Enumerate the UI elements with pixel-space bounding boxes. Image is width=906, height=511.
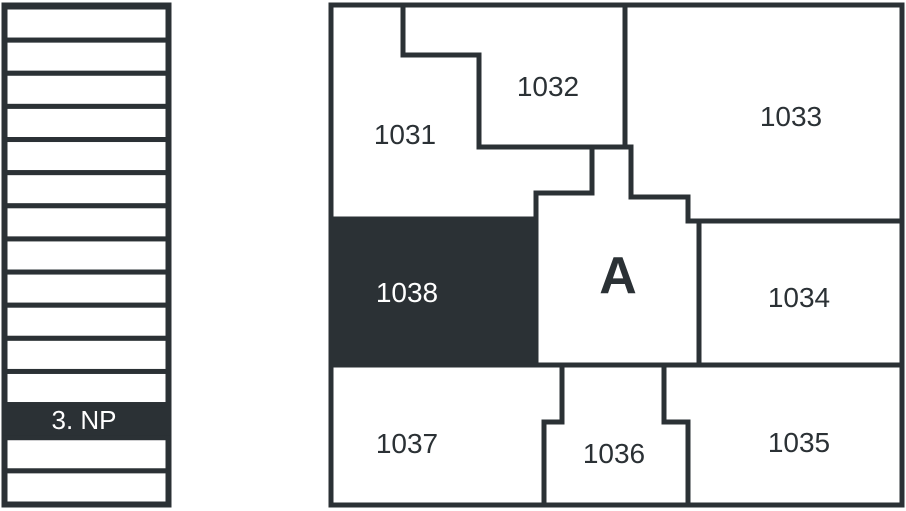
unit-1032-label: 1032: [517, 71, 579, 102]
unit-1033-label: 1033: [760, 101, 822, 132]
unit-1036-label: 1036: [583, 438, 645, 469]
unit-1035-label: 1035: [768, 427, 830, 458]
floor-item[interactable]: [2, 37, 171, 76]
current-floor-label: 3. NP: [51, 405, 116, 435]
floor-item[interactable]: [2, 468, 171, 507]
unit-1038-label: 1038: [376, 277, 438, 308]
wall-1036-left: [541, 362, 565, 508]
floor-item[interactable]: [2, 236, 171, 275]
plan-outline: [328, 2, 905, 508]
floor-item[interactable]: [2, 103, 171, 143]
floor-item[interactable]: [2, 302, 171, 341]
unit-1031-label: 1031: [374, 119, 436, 150]
floor-item[interactable]: [2, 70, 171, 109]
floor-item[interactable]: [2, 170, 171, 209]
floor-item[interactable]: [2, 137, 171, 176]
unit-1034-label: 1034: [768, 282, 830, 313]
floor-stack: [1, 2, 172, 508]
floor-item[interactable]: [2, 335, 171, 374]
floor-item[interactable]: [2, 269, 171, 308]
wall-1036-right: [661, 362, 691, 508]
unit-1038-area[interactable]: [331, 219, 536, 365]
unit-1037-area[interactable]: [333, 367, 560, 503]
floor-item[interactable]: [2, 435, 171, 474]
wall-1031-1032: [400, 2, 628, 150]
core-label: A: [599, 247, 637, 305]
floor-item[interactable]: [2, 203, 171, 242]
floor-item[interactable]: [2, 368, 171, 408]
unit-1037-label: 1037: [376, 428, 438, 459]
floor-plan: 1031 1032 1033 1034 1035 1036 1037 1038 …: [328, 2, 905, 508]
floor-item[interactable]: [2, 4, 171, 43]
